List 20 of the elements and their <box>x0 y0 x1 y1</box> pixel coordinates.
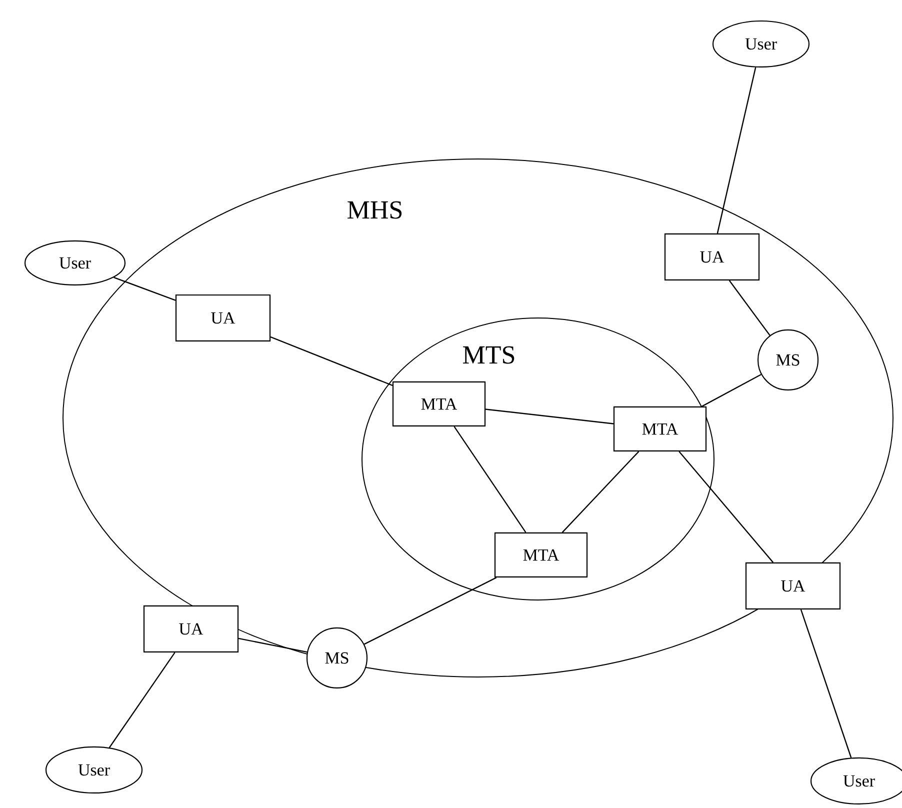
connector-line <box>114 276 176 301</box>
connector-line <box>485 408 614 424</box>
agent-box: MTA <box>613 406 707 452</box>
agent-box: UA <box>664 233 760 281</box>
connector-line <box>716 67 756 234</box>
connector-line <box>678 451 774 563</box>
connector-line <box>364 577 497 645</box>
agent-box: MTA <box>392 381 486 427</box>
agent-box: UA <box>143 605 239 653</box>
connector-line <box>108 652 176 748</box>
agent-box: UA <box>745 562 841 610</box>
connector-line <box>270 336 393 386</box>
connector-line <box>800 609 852 758</box>
connector-line <box>728 280 770 336</box>
connector-line <box>562 451 640 533</box>
agent-box: MTA <box>494 532 588 578</box>
connector-line <box>454 426 526 533</box>
connector-line <box>702 374 762 407</box>
connector-line <box>238 638 308 653</box>
agent-box: UA <box>175 294 271 342</box>
